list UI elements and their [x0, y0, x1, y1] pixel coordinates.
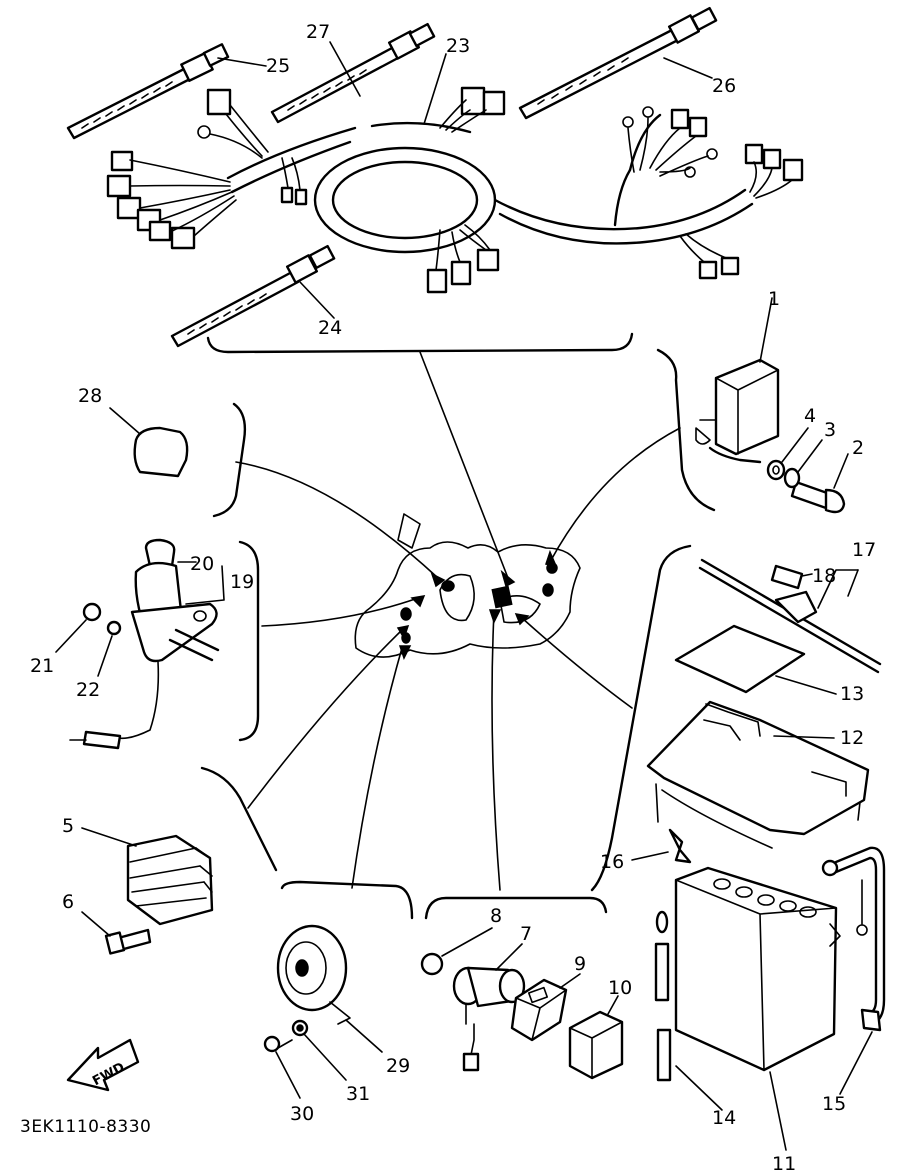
part-6-bolt	[81, 911, 152, 955]
callout-12: 12	[840, 727, 864, 749]
part-12-battery-cover	[646, 700, 870, 849]
part-10-relay	[568, 995, 624, 1080]
cable-tie-27	[270, 22, 436, 124]
callout-15: 15	[822, 1093, 846, 1115]
top-connector	[439, 86, 506, 133]
callout-19: 19	[230, 571, 254, 593]
callout-25: 25	[266, 55, 290, 77]
callout-4: 4	[804, 405, 816, 427]
callout-26: 26	[712, 75, 736, 97]
harness-bracket	[206, 332, 634, 354]
part-11-battery	[674, 866, 841, 1151]
callout-17: 17	[852, 539, 876, 561]
part-1-control-unit	[695, 297, 780, 464]
part-14-breather-tube	[654, 910, 723, 1111]
right-connector-cluster	[622, 106, 804, 280]
callout-18: 18	[812, 565, 836, 587]
part-15-battery-cable	[821, 846, 886, 1095]
leader-lines	[235, 351, 681, 891]
callout-27: 27	[306, 21, 330, 43]
callout-3: 3	[824, 419, 836, 441]
bottom-connector	[426, 224, 500, 294]
part-28-cap	[109, 407, 189, 478]
callout-11: 11	[772, 1153, 796, 1175]
part-17-fuse-lead	[698, 558, 882, 674]
callout-labels: 1 2 3 4 5 6 7 8 9 10 11 12 13 14 15 16 1…	[30, 21, 876, 1175]
wire-harness	[106, 86, 804, 294]
diagram-code: 3EK1110-8330	[20, 1117, 151, 1137]
callout-8: 8	[490, 905, 502, 927]
part-31-washer	[291, 1019, 347, 1081]
cable-tie-26	[518, 6, 718, 120]
callout-30: 30	[290, 1103, 314, 1125]
callout-29: 29	[386, 1055, 410, 1077]
callout-28: 28	[78, 385, 102, 407]
callout-31: 31	[346, 1083, 370, 1105]
callout-20: 20	[190, 553, 214, 575]
part-16-clip	[631, 828, 692, 864]
part-30-screw	[263, 1035, 301, 1099]
part-13-pad	[674, 624, 837, 695]
cable-tie-24	[170, 244, 336, 348]
fwd-arrow-icon: FWD	[66, 1038, 140, 1092]
callout-16: 16	[600, 851, 624, 873]
cable-tie-25	[66, 43, 230, 140]
top-leaders	[217, 41, 713, 319]
callout-6: 6	[62, 891, 74, 913]
callout-2: 2	[852, 437, 864, 459]
callout-9: 9	[574, 953, 586, 975]
callout-10: 10	[608, 977, 632, 999]
part-19-main-switch	[69, 538, 225, 750]
part-7-starter-switch	[452, 943, 526, 1072]
part-18-fuse	[770, 564, 813, 590]
callout-24: 24	[318, 317, 342, 339]
callout-14: 14	[712, 1107, 736, 1129]
part-21-screw	[55, 602, 102, 653]
callout-7: 7	[520, 923, 532, 945]
part-4-washer	[766, 427, 809, 481]
callout-13: 13	[840, 683, 864, 705]
part-22-washer	[97, 620, 122, 677]
part-9-relay	[510, 973, 581, 1042]
left-connector-cluster	[106, 88, 308, 250]
callout-22: 22	[76, 679, 100, 701]
part-2-bolt	[790, 453, 849, 514]
part-5-rectifier	[81, 827, 214, 926]
part-3-washer	[783, 439, 823, 489]
callout-23: 23	[446, 35, 470, 57]
callout-21: 21	[30, 655, 54, 677]
part-8-cap	[420, 927, 493, 976]
callout-5: 5	[62, 815, 74, 837]
part-29-horn	[276, 924, 383, 1053]
callout-1: 1	[768, 288, 780, 310]
brackets	[200, 348, 716, 920]
